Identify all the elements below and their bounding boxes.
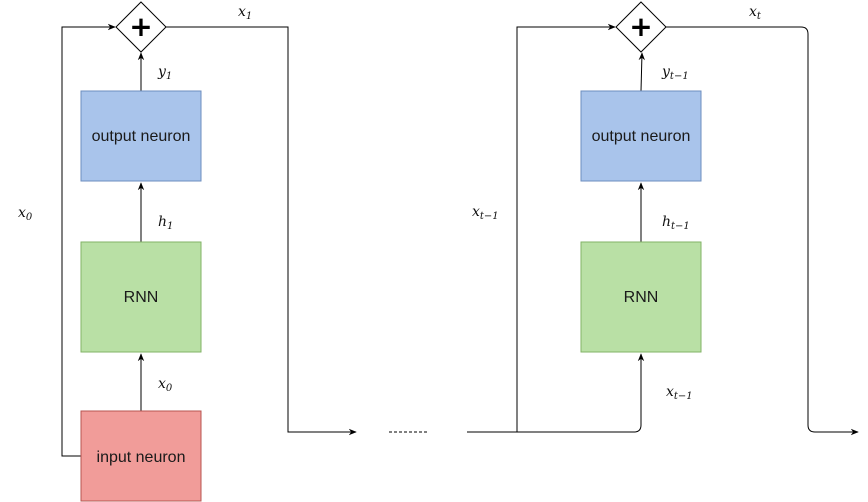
input-neuron-label: input neuron <box>97 449 186 466</box>
plus-diamond-icon: + <box>615 1 667 53</box>
label-xt-out: xt <box>749 4 762 22</box>
label-h1: h1 <box>158 214 173 232</box>
output-neuron-label-left: output neuron <box>92 128 191 145</box>
label-x0-skip: x0 <box>18 205 33 223</box>
plus-diamond-icon: + <box>115 1 167 53</box>
sum-symbol-left: + <box>129 10 152 43</box>
output-neuron-box-left: output neuron <box>80 90 202 182</box>
rnn-box-right: RNN <box>580 241 702 353</box>
edge-skip-x0 <box>61 23 116 457</box>
label-xt-1-skip: xt−1 <box>472 204 499 222</box>
label-y1: y1 <box>157 64 172 82</box>
edge-skip-xt-1 <box>516 23 616 432</box>
label-x0-input: x0 <box>158 376 173 394</box>
output-neuron-label-right: output neuron <box>592 128 691 145</box>
sum-symbol-right: + <box>629 10 652 43</box>
rnn-box-left: RNN <box>80 241 202 353</box>
label-xt-1-input: xt−1 <box>666 384 693 402</box>
right-unit: RNN output neuron + xt−1 ht−1 yt−1 xt−1 … <box>467 1 859 436</box>
label-ht-1: ht−1 <box>662 214 690 232</box>
label-yt-1: yt−1 <box>661 64 689 82</box>
left-unit: input neuron RNN output neuron + x0 h1 y… <box>18 1 357 502</box>
rnn-label-right: RNN <box>624 289 659 306</box>
edge-sum-to-next <box>166 26 357 436</box>
label-x1-out: x1 <box>238 4 252 22</box>
edge-sum-to-out-right <box>666 26 859 436</box>
output-neuron-box-right: output neuron <box>580 90 702 182</box>
rnn-label-left: RNN <box>124 289 159 306</box>
input-neuron-box: input neuron <box>80 410 202 502</box>
edge-output-to-sum-right <box>638 52 646 92</box>
edge-incoming-to-rnn <box>467 353 645 433</box>
